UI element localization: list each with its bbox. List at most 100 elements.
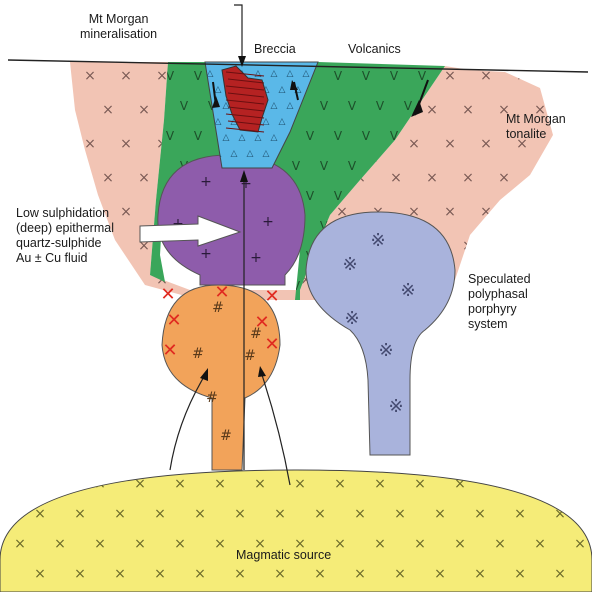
porphyry-symbol: ※ — [342, 254, 357, 275]
breccia-triangle-symbol: △ — [287, 101, 294, 111]
volcanics-v-symbol: V — [306, 189, 315, 203]
magmatic-x-symbol: × — [354, 506, 366, 522]
label-tonalite: Mt Morgan tonalite — [506, 112, 566, 142]
magmatic-x-symbol: × — [174, 476, 186, 492]
magmatic-x-symbol: × — [14, 476, 26, 492]
magmatic-x-symbol: × — [514, 506, 526, 522]
magmatic-x-symbol: × — [574, 536, 586, 552]
breccia-triangle-symbol: △ — [215, 117, 222, 127]
breccia-triangle-symbol: △ — [271, 101, 278, 111]
tonalite-x-symbol: × — [552, 272, 564, 288]
breccia-triangle-symbol: △ — [263, 149, 270, 159]
magmatic-x-symbol: × — [214, 536, 226, 552]
tonalite-x-symbol: × — [84, 272, 96, 288]
tonalite-x-symbol: × — [534, 170, 546, 186]
magmatic-x-symbol: × — [274, 566, 286, 582]
magmatic-x-symbol: × — [574, 476, 586, 492]
magmatic-x-symbol: × — [74, 566, 86, 582]
magmatic-x-symbol: × — [34, 566, 46, 582]
magmatic-x-symbol: × — [274, 506, 286, 522]
breccia-triangle-symbol: △ — [303, 69, 310, 79]
tonalite-x-symbol: × — [552, 68, 564, 84]
tonalite-x-symbol: × — [444, 204, 456, 220]
volcanics-v-symbol: V — [390, 69, 399, 83]
tonalite-x-symbol: × — [498, 238, 510, 254]
magmatic-x-symbol: × — [534, 476, 546, 492]
breccia-triangle-symbol: △ — [239, 133, 246, 143]
volcanics-v-symbol: V — [166, 129, 175, 143]
tonalite-x-symbol: × — [534, 238, 546, 254]
tonalite-x-symbol: × — [138, 102, 150, 118]
porphyry-symbol: ※ — [370, 230, 385, 251]
label-volcanics: Volcanics — [348, 42, 401, 57]
breccia-triangle-symbol: △ — [231, 149, 238, 159]
tonalite-x-symbol: × — [120, 272, 132, 288]
orange-hash-symbol: # — [206, 390, 218, 406]
magmatic-x-symbol: × — [434, 506, 446, 522]
purple-body: ++++++ — [158, 155, 305, 285]
breccia-triangle-symbol: △ — [271, 69, 278, 79]
tonalite-x-symbol: × — [462, 238, 474, 254]
purple-plus-symbol: + — [200, 246, 212, 262]
magmatic-x-symbol: × — [314, 506, 326, 522]
magmatic-x-symbol: × — [374, 536, 386, 552]
porphyry-symbol: ※ — [388, 396, 403, 417]
magmatic-x-symbol: × — [234, 566, 246, 582]
porphyry-symbol: ※ — [344, 308, 359, 329]
breccia-triangle-symbol: △ — [223, 133, 230, 143]
magmatic-x-symbol: × — [314, 566, 326, 582]
tonalite-x-symbol: × — [462, 170, 474, 186]
magmatic-x-symbol: × — [294, 476, 306, 492]
magmatic-x-symbol: × — [334, 476, 346, 492]
tonalite-x-symbol: × — [552, 204, 564, 220]
magmatic-x-symbol: × — [94, 536, 106, 552]
magmatic-source: ××××××××××××××××××××××××××××××××××××××××… — [0, 470, 592, 592]
magmatic-x-symbol: × — [114, 506, 126, 522]
tonalite-x-symbol: × — [84, 136, 96, 152]
red-cross-mark: ✕ — [162, 340, 177, 361]
magmatic-x-symbol: × — [94, 476, 106, 492]
orange-hash-symbol: # — [192, 346, 204, 362]
breccia-triangle-symbol: △ — [215, 85, 222, 95]
tonalite-x-symbol: × — [498, 170, 510, 186]
breccia-triangle-symbol: △ — [271, 133, 278, 143]
volcanics-v-symbol: V — [348, 99, 357, 113]
magmatic-x-symbol: × — [114, 566, 126, 582]
breccia-triangle-symbol: △ — [207, 69, 214, 79]
breccia-triangle-symbol: △ — [279, 117, 286, 127]
magmatic-x-symbol: × — [254, 476, 266, 492]
tonalite-x-symbol: × — [480, 204, 492, 220]
magmatic-x-symbol: × — [494, 536, 506, 552]
magmatic-x-symbol: × — [214, 476, 226, 492]
magmatic-x-symbol: × — [354, 566, 366, 582]
magmatic-x-symbol: × — [414, 536, 426, 552]
label-epithermal-fluid: Low sulphidation (deep) epithermal quart… — [16, 206, 114, 266]
tonalite-x-symbol: × — [462, 102, 474, 118]
magmatic-x-symbol: × — [394, 566, 406, 582]
breccia-triangle-symbol: △ — [287, 69, 294, 79]
purple-plus-symbol: + — [262, 214, 274, 230]
magmatic-x-symbol: × — [514, 566, 526, 582]
breccia-triangle-symbol: △ — [247, 149, 254, 159]
tonalite-x-symbol: × — [444, 136, 456, 152]
porphyry-symbol: ※ — [378, 340, 393, 361]
magmatic-x-symbol: × — [174, 536, 186, 552]
tonalite-x-symbol: × — [102, 102, 114, 118]
magmatic-x-symbol: × — [554, 566, 566, 582]
magmatic-x-symbol: × — [334, 536, 346, 552]
tonalite-x-symbol: × — [516, 204, 528, 220]
tonalite-x-symbol: × — [120, 68, 132, 84]
tonalite-x-symbol: × — [102, 170, 114, 186]
volcanics-v-symbol: V — [194, 129, 203, 143]
tonalite-x-symbol: × — [138, 170, 150, 186]
volcanics-v-symbol: V — [418, 69, 427, 83]
tonalite-x-symbol: × — [120, 204, 132, 220]
magmatic-x-symbol: × — [154, 506, 166, 522]
volcanics-v-symbol: V — [334, 129, 343, 143]
tonalite-x-symbol: × — [444, 68, 456, 84]
magmatic-x-symbol: × — [54, 476, 66, 492]
tonalite-x-symbol: × — [480, 136, 492, 152]
magmatic-x-symbol: × — [14, 536, 26, 552]
volcanics-v-symbol: V — [194, 69, 203, 83]
red-cross-mark: ✕ — [264, 286, 279, 307]
